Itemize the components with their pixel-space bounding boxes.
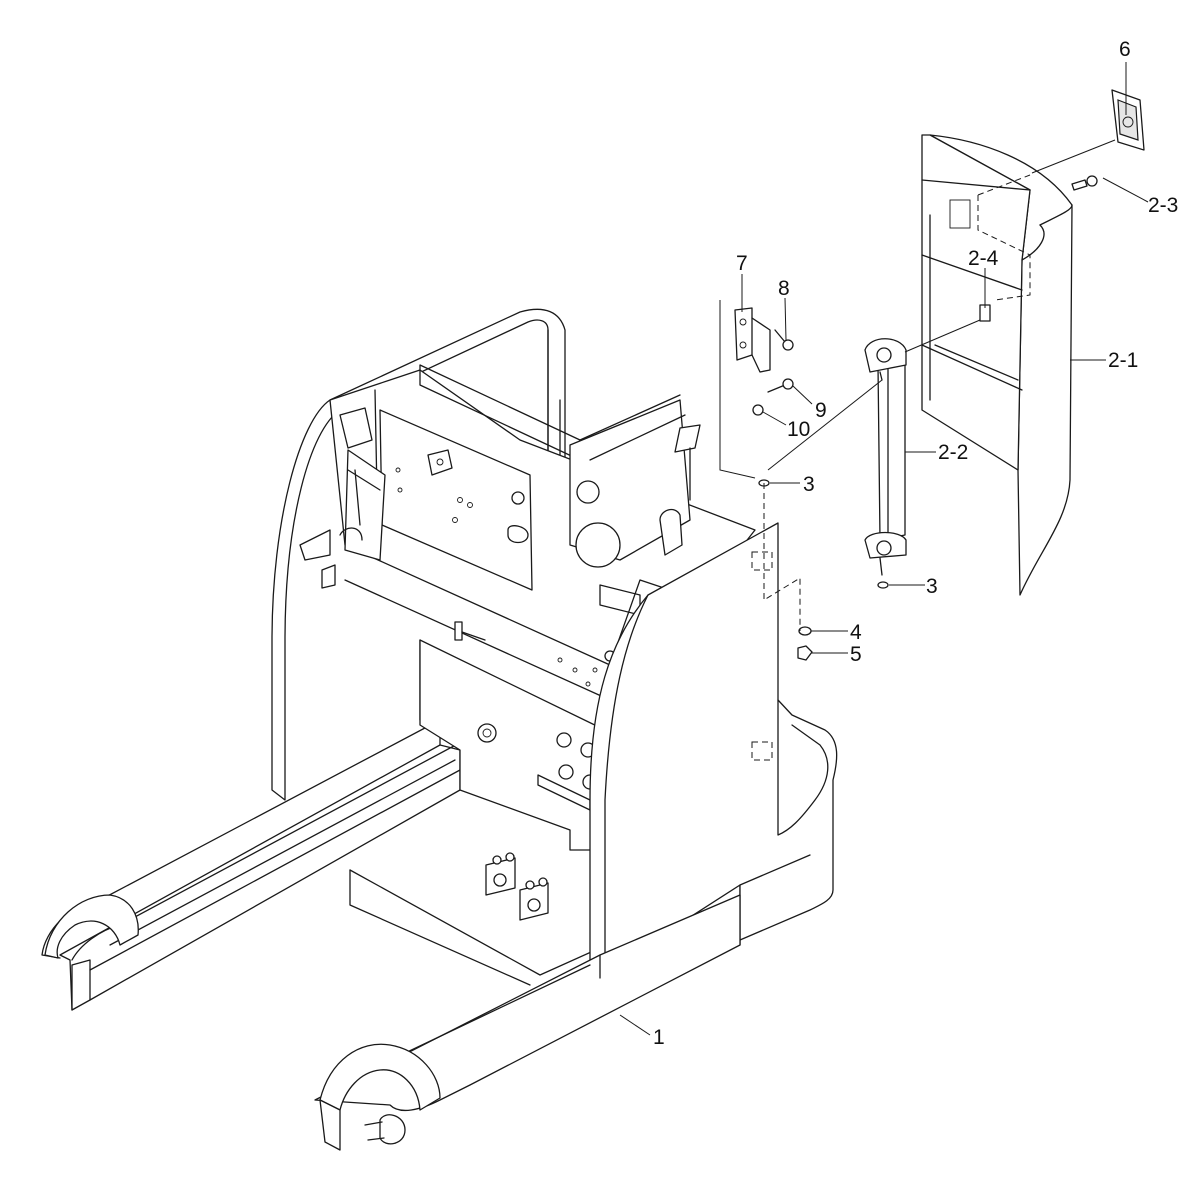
assembly-line-2-4 bbox=[904, 319, 981, 353]
callout-3a: 3 bbox=[803, 473, 815, 496]
callout-8: 8 bbox=[778, 277, 790, 300]
assembly-line-3a bbox=[763, 483, 801, 631]
screw-2-3 bbox=[1071, 175, 1098, 191]
bolt-9 bbox=[767, 378, 794, 393]
frame-bracket bbox=[674, 424, 701, 453]
assembly-line-2-2 bbox=[767, 379, 883, 471]
callout-labels: 1 2-1 2-2 2-3 2-4 3 3 4 5 6 7 8 9 10 bbox=[653, 38, 1178, 1049]
chassis-frame bbox=[41, 308, 838, 1151]
side-cover-panel bbox=[921, 134, 1073, 596]
assembly-line-6 bbox=[1031, 139, 1116, 174]
callout-2-1: 2-1 bbox=[1108, 349, 1138, 372]
callout-5: 5 bbox=[850, 643, 862, 666]
washer-3b bbox=[877, 581, 889, 589]
leader-lines bbox=[619, 62, 1149, 1036]
callout-4: 4 bbox=[850, 621, 862, 644]
callout-2-2: 2-2 bbox=[938, 441, 968, 464]
switch-mount-outline bbox=[977, 174, 1031, 301]
nut-5 bbox=[797, 645, 813, 661]
callout-1: 1 bbox=[653, 1026, 665, 1049]
callout-7: 7 bbox=[736, 252, 748, 275]
vertical-bracket bbox=[864, 338, 907, 576]
callout-6: 6 bbox=[1119, 38, 1131, 61]
switch-plate bbox=[1111, 89, 1145, 151]
callout-9: 9 bbox=[815, 399, 827, 422]
callout-3b: 3 bbox=[926, 575, 938, 598]
bracket-7 bbox=[734, 307, 771, 373]
callout-2-3: 2-3 bbox=[1148, 194, 1178, 217]
nut-10 bbox=[752, 404, 764, 416]
washer-4 bbox=[798, 626, 812, 636]
bolt-8 bbox=[774, 329, 794, 351]
assembly-line-7 bbox=[719, 300, 756, 479]
callout-10: 10 bbox=[787, 418, 810, 441]
callout-2-4: 2-4 bbox=[968, 247, 999, 270]
